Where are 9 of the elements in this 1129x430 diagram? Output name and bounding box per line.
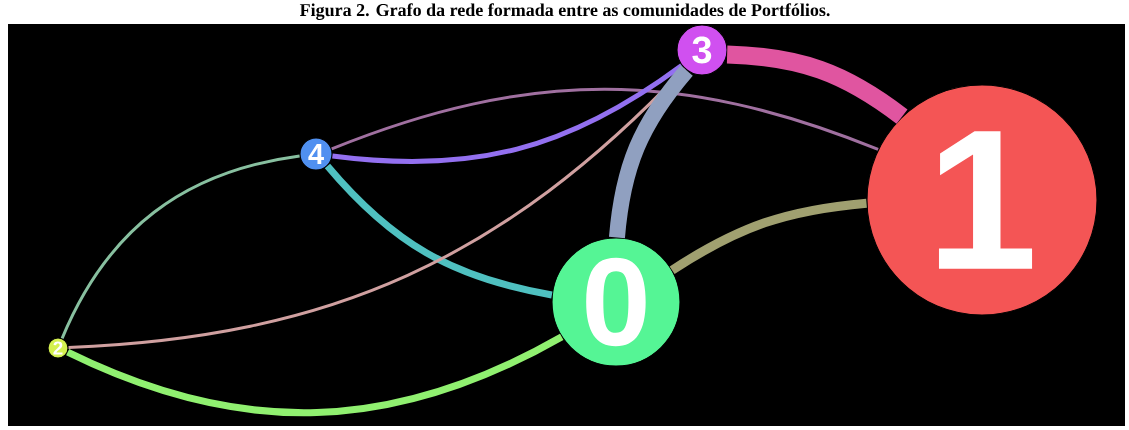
edge-line	[324, 163, 553, 299]
edge-line	[669, 198, 867, 274]
edge-line	[66, 333, 564, 417]
edge-line	[609, 65, 693, 239]
edge-line	[332, 63, 684, 164]
figure-title: Figura 2. Grafo da rede formada entre as comunidades de Portfólios.	[299, 3, 830, 20]
edge-line	[60, 154, 300, 339]
edge-line	[331, 87, 879, 151]
edge-line	[726, 45, 908, 124]
